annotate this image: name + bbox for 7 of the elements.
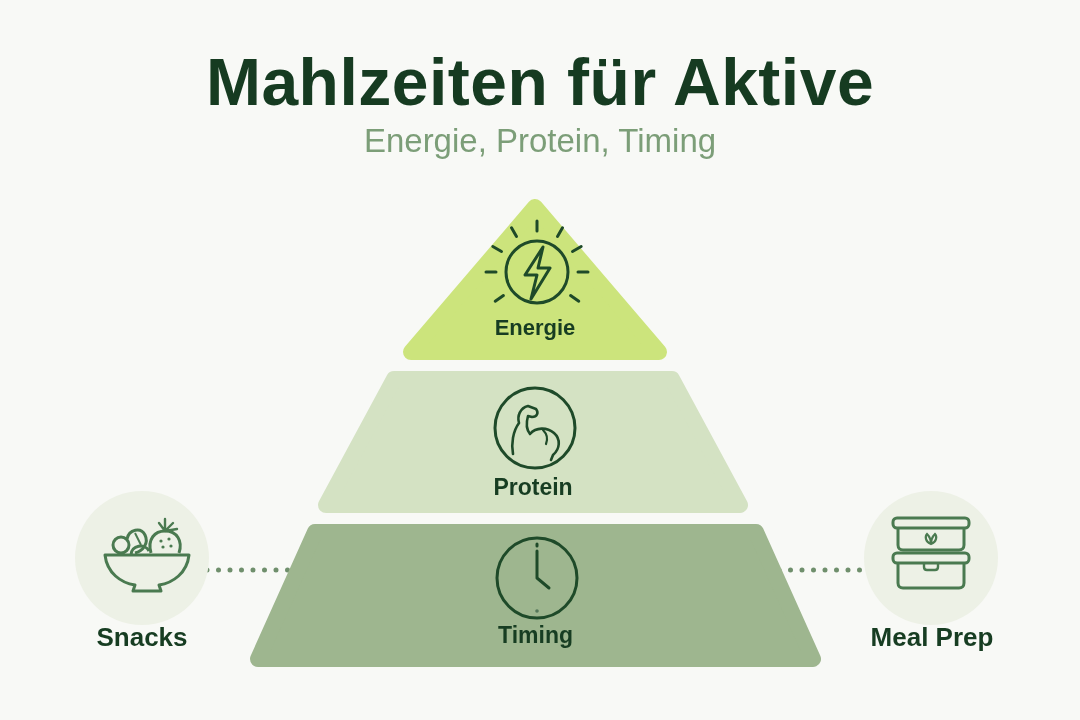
tier-label: Timing <box>498 622 573 649</box>
title: Mahlzeiten für Aktive <box>205 46 875 119</box>
tier-label: Protein <box>493 474 573 501</box>
tier-label: Energie <box>494 315 576 341</box>
category-label: Meal Prep <box>870 623 994 653</box>
category-label: Snacks <box>96 623 188 653</box>
subtitle: Energie, Protein, Timing <box>363 122 717 160</box>
